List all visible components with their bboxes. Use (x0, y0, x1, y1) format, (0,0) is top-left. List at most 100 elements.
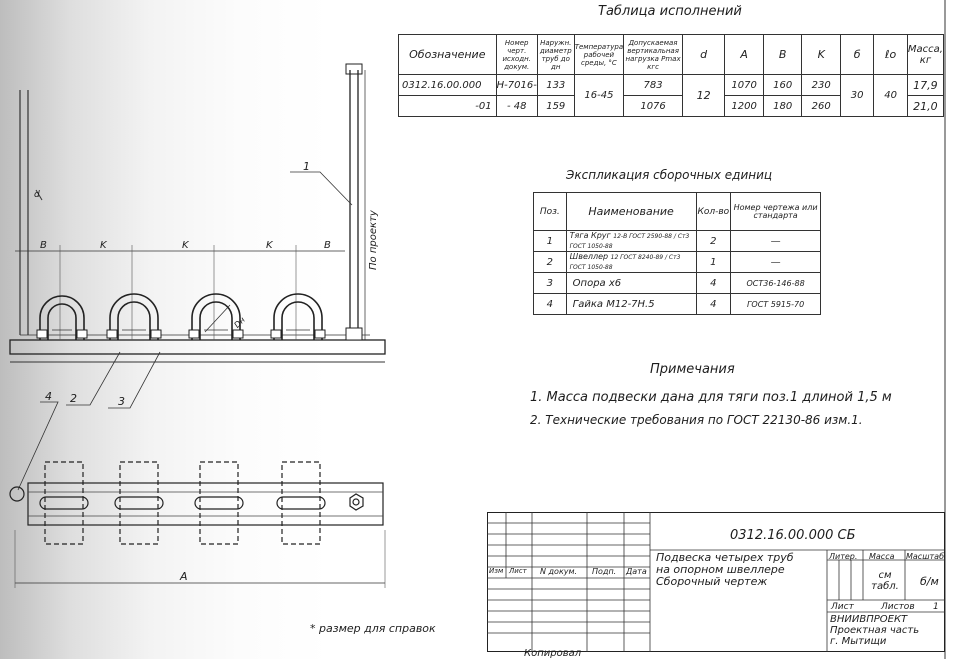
cell-mass-1: 17,9 (906, 74, 945, 96)
note-2: 2. Технические требования по ГОСТ 22130-… (530, 413, 863, 427)
cell-designation-2: -01 (398, 95, 497, 117)
tb-sheets-label: Листов (881, 602, 915, 612)
th-std: Номер чертежа или стандарта (730, 192, 821, 231)
spec-std-3: ОСТ36-146-88 (730, 272, 821, 294)
callout-1: 1 (303, 160, 310, 173)
spec-pos-2: 2 (533, 251, 567, 273)
cell-load-1: 783 (623, 74, 683, 96)
cell-mass-2: 21,0 (906, 95, 945, 117)
spec-name-1: Тяга Круг 12-B ГОСТ 2590-88 / Ст3 ГОСТ 1… (565, 230, 697, 252)
tb-col-data: Дата (626, 567, 647, 576)
tb-org-line-3: г. Мытищи (830, 636, 887, 647)
callout-2: 2 (70, 392, 77, 405)
dim-label-b-right: B (324, 240, 331, 251)
tb-col-list: Лист (509, 567, 527, 575)
cell-temp: 16-45 (573, 74, 625, 117)
th-dn: Наружн. диаметр труб до дн (536, 34, 575, 75)
cell-k-2: 260 (801, 95, 841, 117)
cell-d: 12 (681, 74, 726, 117)
notes-title: Примечания (650, 362, 735, 377)
cell-a-2: 1200 (724, 95, 764, 117)
variants-table: Обозначение Номер черт. исходн. докум. Н… (398, 34, 945, 117)
tb-doc-number: 0312.16.00.000 СБ (730, 528, 856, 543)
spec-name-2: Швеллер 12 ГОСТ 8240-89 / Ст3 ГОСТ 1050-… (565, 251, 697, 273)
tb-sheets-value: 1 (933, 602, 939, 612)
tb-col-izm: Изм (489, 567, 504, 575)
callout-4: 4 (45, 390, 52, 403)
cell-k-1: 230 (801, 74, 841, 96)
callout-3: 3 (118, 395, 125, 408)
cell-dn-2: 159 (536, 95, 575, 117)
spec-name-2-note: 12 ГОСТ 8240-89 / Ст3 ГОСТ 1050-88 (569, 254, 681, 271)
tb-name-line-3: Сборочный чертеж (656, 575, 768, 588)
th-l0: ℓo (873, 34, 908, 75)
th-qty: Кол-во (695, 192, 732, 231)
cell-doc-2: - 48 (495, 95, 538, 117)
cell-load-2: 1076 (623, 95, 683, 117)
cell-a-1: 1070 (724, 74, 764, 96)
label-by-project: По проекту (368, 210, 379, 270)
tb-scale-label: Масштаб (906, 552, 945, 561)
spec-name-1-note: 12-B ГОСТ 2590-88 / Ст3 ГОСТ 1050-88 (569, 233, 690, 250)
footnote: * размер для справок (310, 622, 436, 635)
dim-label-k-1: K (100, 240, 107, 251)
spec-std-2: — (730, 251, 821, 273)
cell-doc-1: Н-7016- (495, 74, 538, 96)
cell-b-1: 160 (762, 74, 803, 96)
cell-b-2: 180 (762, 95, 803, 117)
tb-col-ndoc: N докум. (540, 567, 578, 576)
th-pos: Поз. (533, 192, 567, 231)
dim-label-b-left: B (40, 240, 47, 251)
spec-qty-4: 4 (695, 293, 732, 315)
spec-table-title: Экспликация сборочных единиц (566, 168, 773, 182)
th-temp: Температура рабочей среды, °C (573, 34, 625, 75)
th-load: Допускаемая вертикальная нагрузка Pmax к… (623, 34, 683, 75)
label-d: d (34, 190, 40, 200)
th-doc: Номер черт. исходн. докум. (495, 34, 538, 75)
cell-designation-1: 0312.16.00.000 (398, 74, 497, 96)
tb-scale-value: б/м (920, 575, 939, 588)
tb-org-line-2: Проектная часть (830, 625, 920, 636)
title-block-grid (487, 512, 945, 652)
th-mass: Масса, кг (906, 34, 945, 75)
th-k: K (801, 34, 841, 75)
spec-table: Поз. Наименование Кол-во Номер чертежа и… (533, 192, 821, 315)
tb-col-podp: Подп. (592, 567, 617, 576)
th-a: A (724, 34, 764, 75)
tb-litera-label: Литер. (829, 552, 858, 561)
title-block (487, 512, 945, 652)
tb-name: Подвеска четырех труб на опорном швеллер… (656, 552, 828, 588)
dim-label-a: A (180, 570, 188, 583)
th-b-small: б (839, 34, 875, 75)
spec-std-4: ГОСТ 5915-70 (730, 293, 821, 315)
spec-pos-3: 3 (533, 272, 567, 294)
tb-sheet-label: Лист (831, 602, 854, 612)
note-1: 1. Масса подвески дана для тяги поз.1 дл… (530, 390, 892, 405)
variants-table-title: Таблица исполнений (598, 4, 742, 19)
tb-org: ВНИИВПРОЕКТ Проектная часть г. Мытищи (830, 614, 942, 647)
dim-label-k-3: K (266, 240, 273, 251)
tb-name-line-1: Подвеска четырех труб (656, 551, 794, 564)
spec-qty-1: 2 (695, 230, 732, 252)
dim-label-k-2: K (182, 240, 189, 251)
spec-name-4: Гайка М12-7Н.5 (565, 293, 697, 315)
spec-name-2-main: Швеллер (569, 252, 609, 261)
th-b: B (762, 34, 803, 75)
th-d: d (681, 34, 726, 75)
spec-pos-4: 4 (533, 293, 567, 315)
spec-pos-1: 1 (533, 230, 567, 252)
cell-b-small: 30 (839, 74, 875, 117)
tb-mass-value: см табл. (871, 570, 899, 592)
cell-dn-1: 133 (536, 74, 575, 96)
tb-name-line-2: на опорном швеллере (656, 563, 785, 576)
cell-l0: 40 (873, 74, 908, 117)
spec-qty-2: 1 (695, 251, 732, 273)
spec-qty-3: 4 (695, 272, 732, 294)
spec-std-1: — (730, 230, 821, 252)
tb-org-line-1: ВНИИВПРОЕКТ (830, 614, 908, 625)
spec-name-1-main: Тяга Круг (569, 231, 611, 240)
tb-copied-label: Копировал (524, 648, 582, 659)
tb-mass-label: Масса (869, 552, 895, 561)
